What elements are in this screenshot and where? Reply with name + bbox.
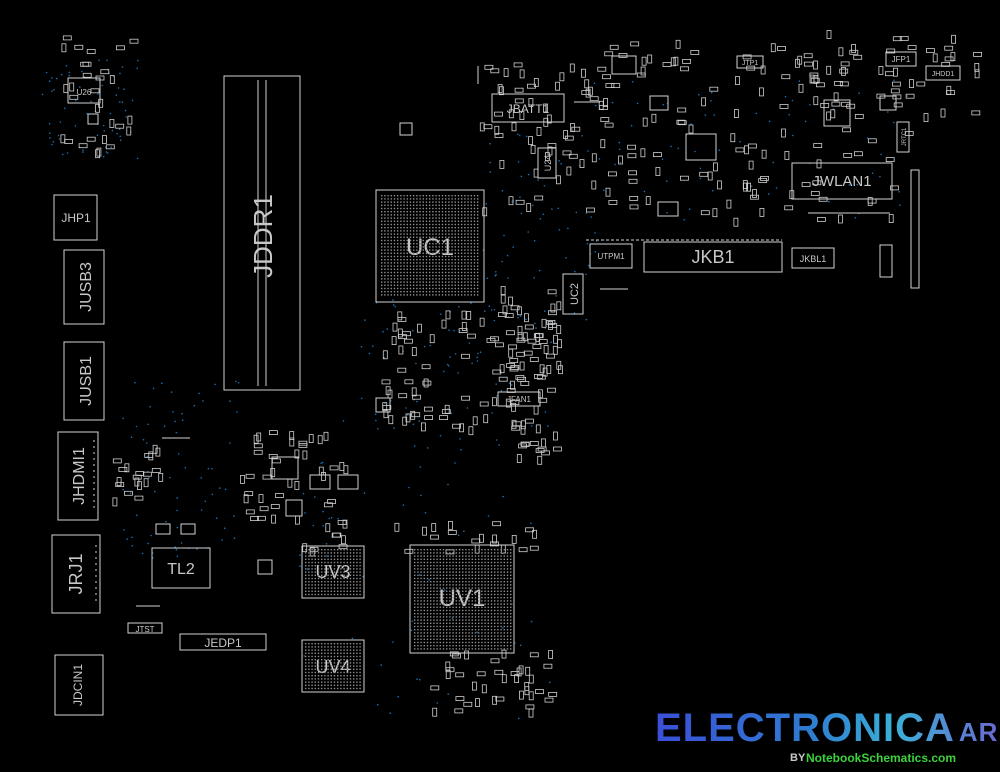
component-jrj1: JRJ1 [51,534,101,614]
component-jkb1: JKB1 [643,241,783,273]
svg-text:UTPM1: UTPM1 [597,252,625,261]
svg-text:U26: U26 [77,88,92,97]
component-jddr1: JDDR1 [223,75,301,391]
svg-text:JUSB3: JUSB3 [78,262,95,312]
component-uv3: UV3 [301,545,365,599]
component-tl2: TL2 [151,547,211,589]
svg-text:JKBL1: JKBL1 [800,254,827,264]
watermark-site: NotebookSchematics.com [806,751,957,765]
svg-text:U24: U24 [543,155,553,172]
component-uc1: UC1 [375,189,485,303]
component-u26: U26 [67,77,101,104]
component-jedp1: JEDP1 [179,633,267,651]
svg-text:JHP1: JHP1 [61,211,91,225]
component-jfan1: JFAN1 [497,391,541,407]
component-jtp1: JTP1 [736,55,764,69]
svg-text:JHDD1: JHDD1 [932,71,955,78]
component-jfp1: JFP1 [885,51,917,67]
component-jdcin1: JDCIN1 [54,654,104,716]
svg-text:UV4: UV4 [315,657,350,677]
svg-text:JTP1: JTP1 [742,60,758,67]
component-utpm1: UTPM1 [589,243,633,269]
component-jrtc1: JRTC1 [896,121,910,153]
via-field [41,59,908,720]
svg-text:JDDR1: JDDR1 [248,194,278,278]
svg-text:JRTC1: JRTC1 [902,127,908,146]
passive-components [60,30,982,718]
svg-text:JTST: JTST [135,625,154,634]
svg-text:JKB1: JKB1 [691,247,734,267]
component-jusb1: JUSB1 [63,341,105,421]
svg-text:UC2: UC2 [569,283,581,305]
component-uc2: UC2 [562,273,584,315]
component-jbatt1: JBATT1 [491,93,565,123]
svg-text:UV3: UV3 [315,562,350,582]
component-uv1: UV1 [409,544,515,654]
svg-text:JFAN1: JFAN1 [507,395,532,404]
component-jhp1: JHP1 [53,194,98,241]
svg-text:JEDP1: JEDP1 [204,636,242,650]
ic-outlines [87,55,920,607]
component-uv4: UV4 [301,639,365,693]
component-jwlan1: JWLAN1 [791,162,893,200]
component-u24: U24 [537,147,557,179]
component-jtst: JTST [127,622,163,634]
svg-text:JUSB1: JUSB1 [78,356,95,406]
watermark-by: BY [790,752,806,764]
svg-text:JHDMI1: JHDMI1 [71,447,88,505]
svg-text:JWLAN1: JWLAN1 [812,173,871,190]
component-jhdd1: JHDD1 [925,65,961,81]
svg-text:JRJ1: JRJ1 [66,553,86,594]
component-jkbl1: JKBL1 [791,247,835,269]
svg-text:JDCIN1: JDCIN1 [71,664,85,706]
svg-text:TL2: TL2 [167,561,195,578]
component-jusb3: JUSB3 [63,249,105,325]
component-jhdmi1: JHDMI1 [57,431,99,521]
svg-text:JFP1: JFP1 [892,55,911,64]
svg-text:JBATT1: JBATT1 [507,102,550,116]
